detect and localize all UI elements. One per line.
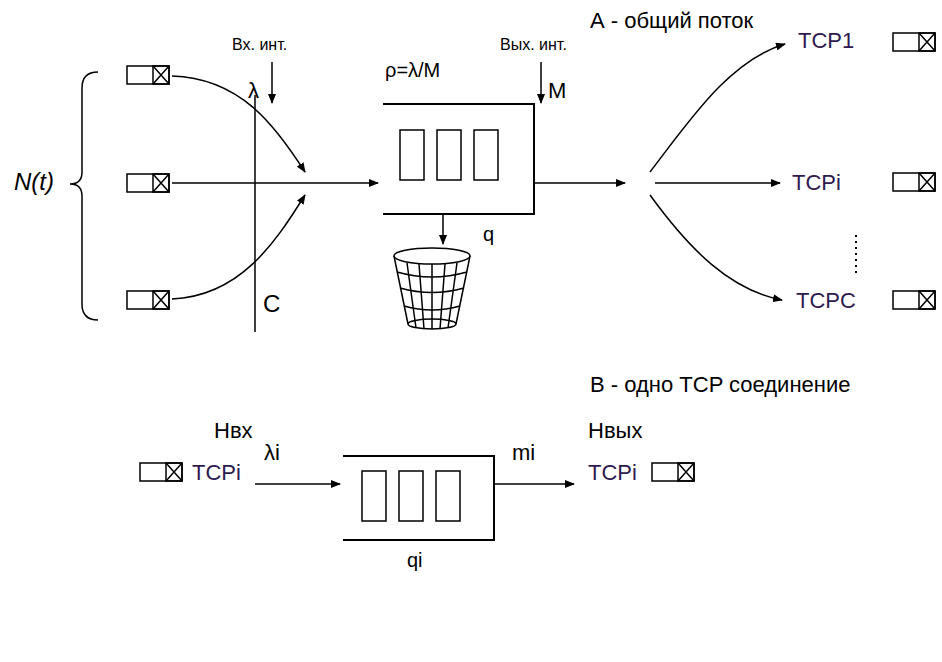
- rate-symbol: λ: [248, 78, 259, 103]
- tcp-label: TCPC: [796, 288, 856, 313]
- packet-icon: [127, 66, 169, 84]
- queue-box: qi: [343, 455, 495, 541]
- packet-icon: [140, 463, 182, 481]
- flow-arrow: [650, 44, 785, 172]
- queue-cell: [436, 471, 460, 521]
- loss-label: q: [483, 223, 494, 246]
- host-label: Hвх: [214, 418, 253, 443]
- section-heading: В - одно TCP соединение: [590, 372, 850, 397]
- rho-formula: ρ=λ/M: [385, 59, 440, 82]
- rate-symbol: λi: [264, 440, 280, 465]
- drop-arrow: [442, 215, 444, 244]
- queue-cell: [474, 130, 498, 180]
- queue-cell: [362, 471, 386, 521]
- packet-icon: [893, 33, 935, 51]
- flow-arrow: [655, 182, 780, 184]
- rate-symbol: mi: [512, 440, 535, 465]
- interface-label: Вх. инт.: [232, 36, 287, 54]
- queue-cell: [437, 130, 461, 180]
- packet-icon: [127, 174, 169, 192]
- host-label: Hвых: [588, 418, 642, 443]
- flow-arrow: [172, 76, 305, 172]
- tcp-label: TCP1: [798, 28, 854, 53]
- brace: [70, 72, 98, 320]
- interface-arrow: [540, 62, 542, 103]
- ellipsis-dots: [855, 235, 857, 276]
- tcp-label: TCPi: [792, 170, 841, 195]
- packet-icon: [893, 173, 935, 191]
- rate-symbol: M: [548, 78, 566, 103]
- cut-label: C: [263, 290, 280, 318]
- packet-icon: [127, 291, 169, 309]
- queue-cell: [400, 130, 424, 180]
- tcp-label: TCPi: [588, 460, 637, 485]
- loss-label: qi: [407, 549, 423, 572]
- flow-arrow: [172, 182, 378, 184]
- section-heading: А - общий поток: [590, 8, 753, 33]
- interface-label: Вых. инт.: [500, 36, 567, 54]
- packet-icon: [652, 463, 694, 481]
- packet-icon: [893, 291, 935, 309]
- flow-arrow: [255, 483, 340, 485]
- flow-arrow: [172, 195, 305, 299]
- basket-icon: [394, 248, 470, 329]
- cut-line: [254, 95, 256, 332]
- flow-arrow: [495, 483, 574, 485]
- flow-count: N(t): [14, 168, 54, 196]
- interface-arrow: [271, 62, 273, 103]
- queue-cell: [399, 471, 423, 521]
- flow-arrow: [535, 182, 625, 184]
- queue-box: ρ=λ/Mq: [383, 103, 535, 215]
- flow-arrow: [650, 195, 782, 300]
- tcp-label: TCPi: [192, 460, 241, 485]
